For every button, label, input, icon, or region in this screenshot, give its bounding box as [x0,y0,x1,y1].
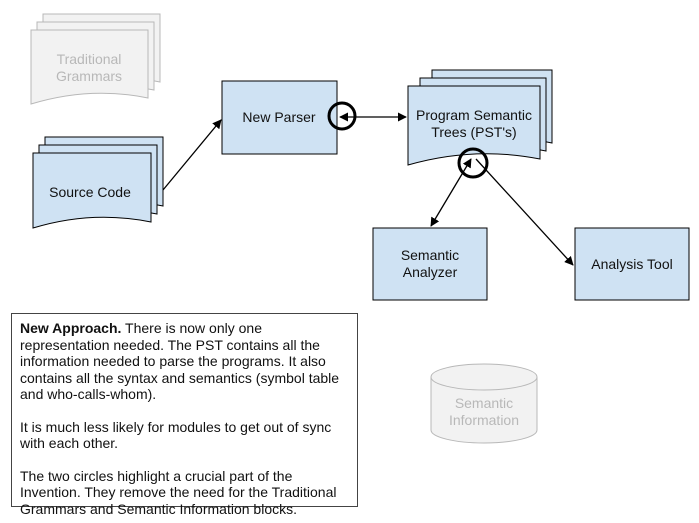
note-paragraph-3: The two circles highlight a crucial part… [20,467,337,517]
new-parser-label: New Parser [242,109,315,125]
explanation-note: New Approach. There is now only one repr… [11,313,358,517]
semantic-analyzer-label-2: Analyzer [403,264,458,280]
analysis-tool-node: Analysis Tool [574,227,690,301]
note-text-1: There is now only one representation nee… [20,320,340,402]
source-code-node: Source Code [32,136,164,229]
semantic-analyzer-label-1: Semantic [401,247,459,263]
analysis-tool-label: Analysis Tool [591,256,672,272]
highlight-circle-pst [457,147,489,179]
arrow-pst-analyzer [430,158,472,227]
source-code-label: Source Code [49,184,131,200]
arrow-source-to-parser [162,119,222,191]
traditional-grammars-node: Traditional Grammars [30,13,161,105]
new-parser-node: New Parser [221,80,338,155]
note-heading: New Approach. [20,320,122,336]
note-paragraph-2: It is much less likely for modules to ge… [20,418,332,452]
semantic-information-label-1: Semantic [455,395,513,411]
arrow-pst-analysis-tool [475,158,574,266]
pst-node: Program Semantic Trees (PST's) [407,69,553,166]
pst-label-2: Trees (PST's) [431,124,516,140]
note-paragraph-1: New Approach. There is now only one repr… [20,320,351,403]
semantic-information-label-2: Information [449,412,519,428]
traditional-grammars-label-1: Traditional [57,51,122,67]
pst-label-1: Program Semantic [416,107,532,123]
semantic-information-node: Semantic Information [430,363,538,444]
traditional-grammars-label-2: Grammars [56,68,122,84]
semantic-analyzer-node: Semantic Analyzer [372,227,488,301]
highlight-circle-parser [327,101,357,131]
